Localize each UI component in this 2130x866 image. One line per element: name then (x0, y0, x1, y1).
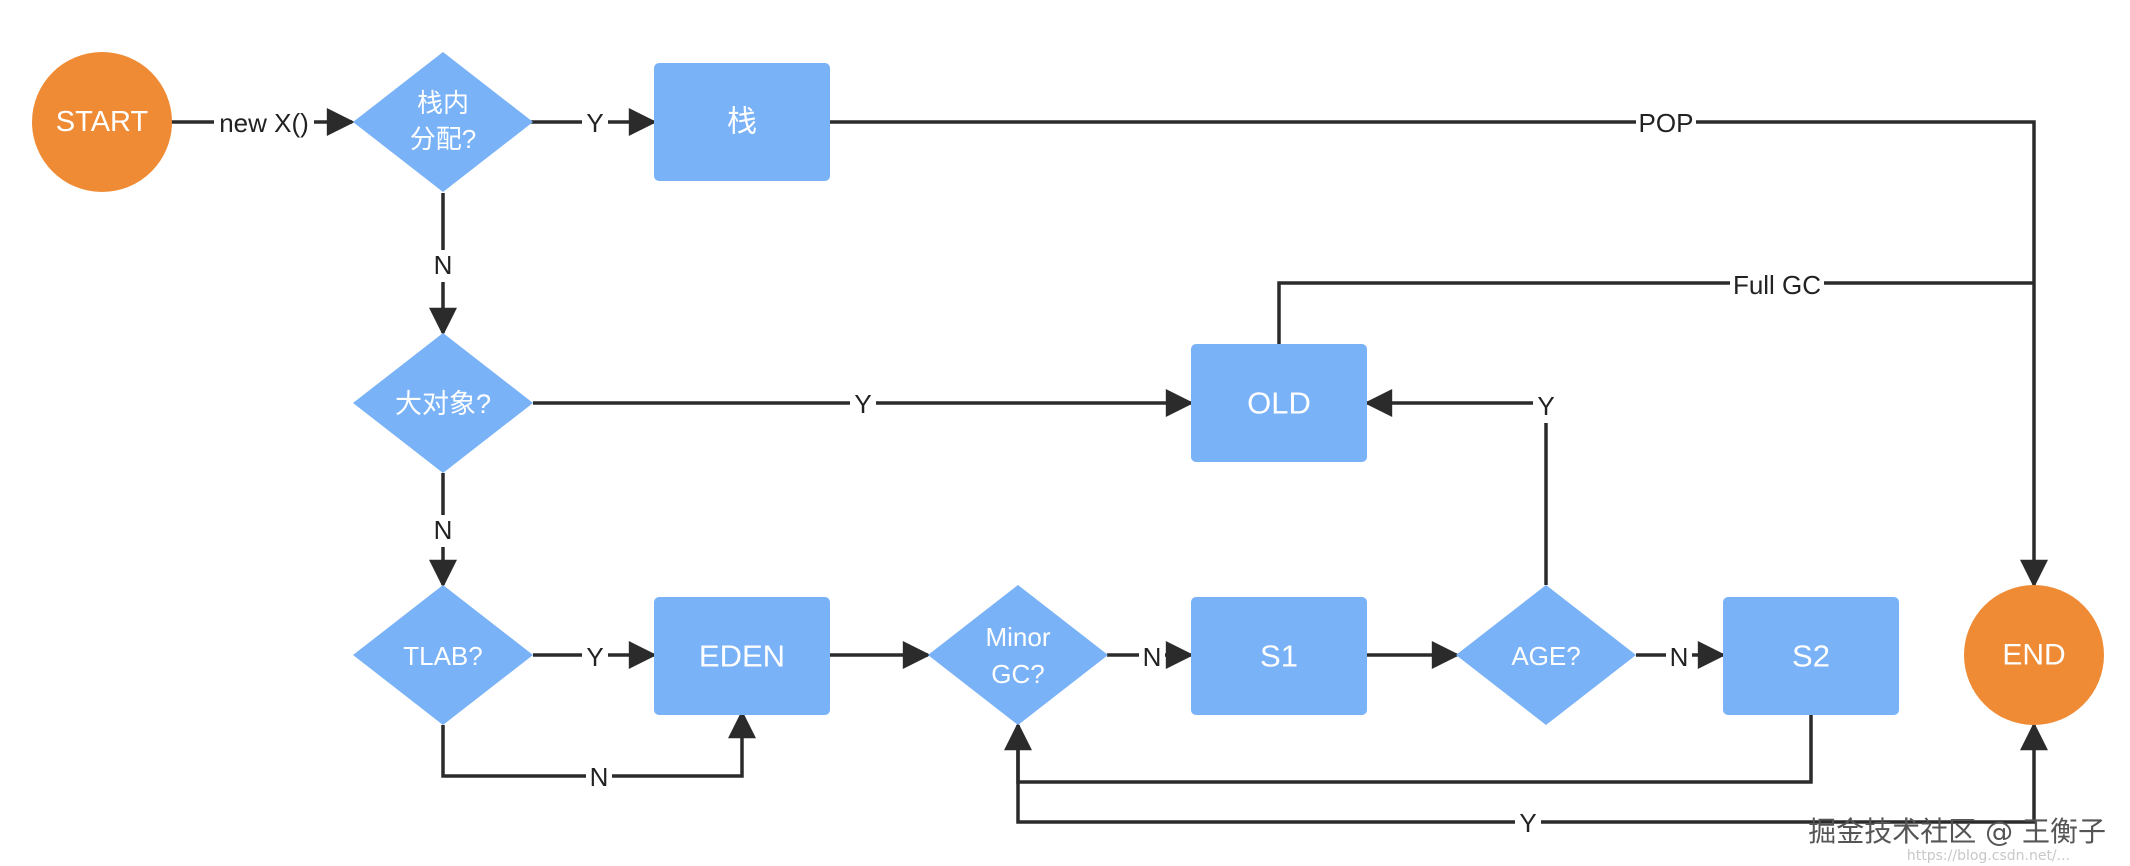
node-stack-decision[interactable]: 栈内 分配? (353, 52, 533, 192)
node-eden[interactable]: EDEN (654, 597, 830, 715)
node-old[interactable]: OLD (1191, 344, 1367, 462)
node-s2-label: S2 (1792, 639, 1830, 674)
label-tlab-n: N (590, 762, 609, 792)
node-s1-label: S1 (1260, 639, 1298, 674)
node-minor-gc-decision-label-1: Minor (985, 622, 1050, 652)
watermark-url: https://blog.csdn.net/... (1906, 848, 2070, 864)
label-stack-y: Y (586, 108, 603, 138)
node-stack-decision-label-2: 分配? (410, 124, 476, 154)
label-big-n: N (434, 515, 453, 545)
node-old-label: OLD (1247, 386, 1311, 421)
node-eden-label: EDEN (699, 639, 785, 674)
node-s1[interactable]: S1 (1191, 597, 1367, 715)
label-minor-y: Y (1519, 808, 1536, 838)
node-minor-gc-decision-label-2: GC? (991, 659, 1044, 689)
label-minor-n: N (1143, 642, 1162, 672)
label-big-y: Y (854, 389, 871, 419)
node-s2[interactable]: S2 (1723, 597, 1899, 715)
node-big-object-decision[interactable]: 大对象? (353, 333, 533, 473)
node-tlab-decision[interactable]: TLAB? (353, 585, 533, 725)
edge-stack-to-end (830, 120, 2048, 588)
edge-s2-to-minor-q (1004, 713, 1813, 784)
node-stack-label: 栈 (727, 106, 757, 139)
node-stack[interactable]: 栈 (654, 63, 830, 181)
node-end-label: END (2002, 639, 2065, 672)
node-start[interactable]: START (32, 52, 172, 192)
node-age-decision-label: AGE? (1511, 641, 1580, 671)
label-full-gc: Full GC (1733, 270, 1821, 300)
node-tlab-decision-label: TLAB? (403, 641, 483, 671)
node-age-decision[interactable]: AGE? (1456, 585, 1636, 725)
label-pop: POP (1639, 108, 1694, 138)
label-new-x: new X() (219, 108, 309, 138)
node-end[interactable]: END (1964, 585, 2104, 725)
nodes: START 栈内 分配? 栈 大对象? OLD TLAB? (32, 52, 2104, 725)
label-age-y: Y (1537, 391, 1554, 421)
watermark: 掘金技术社区 @ 王衡子 (1808, 815, 2106, 848)
edge-labels: new X() Y POP N Full GC Y N Y Y N N N Y (214, 106, 1824, 838)
node-start-label: START (56, 106, 149, 138)
label-stack-n: N (434, 250, 453, 280)
edge-old-full-gc (1277, 281, 2034, 344)
node-big-object-decision-label: 大对象? (395, 389, 491, 419)
node-stack-decision-label-1: 栈内 (417, 88, 469, 118)
edge-age-q-to-old (1364, 389, 1548, 585)
node-minor-gc-decision[interactable]: Minor GC? (928, 585, 1108, 725)
label-age-n: N (1670, 642, 1689, 672)
label-tlab-y: Y (586, 642, 603, 672)
